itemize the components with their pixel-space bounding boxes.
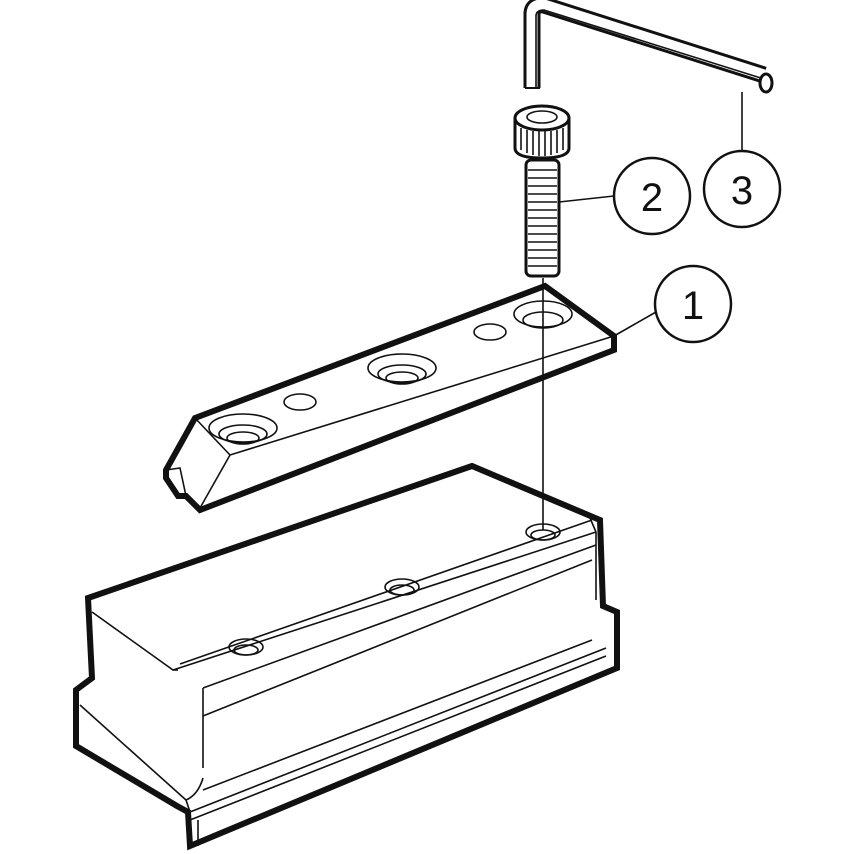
hex-key	[523, 0, 774, 94]
callout-1-label: 1	[682, 284, 704, 328]
base-hole-middle	[384, 578, 420, 596]
plate-pin-hole-left	[283, 393, 317, 411]
socket-head-cap-screw	[513, 104, 571, 278]
tool-block	[73, 462, 620, 851]
callout-3: 3	[702, 149, 782, 229]
plate-pin-hole-right	[473, 323, 507, 341]
callout-2: 2	[612, 156, 692, 236]
callout-3-label: 3	[731, 169, 753, 213]
plate-counterbore-left	[208, 413, 278, 445]
base-hole-left	[228, 638, 264, 656]
callout-1: 1	[653, 264, 733, 344]
callout-2-label: 2	[641, 176, 663, 220]
plate-counterbore-middle	[367, 353, 437, 385]
clamp-plate	[163, 282, 617, 514]
callout-2-leader	[558, 195, 615, 203]
callout-1-leader	[613, 311, 657, 337]
